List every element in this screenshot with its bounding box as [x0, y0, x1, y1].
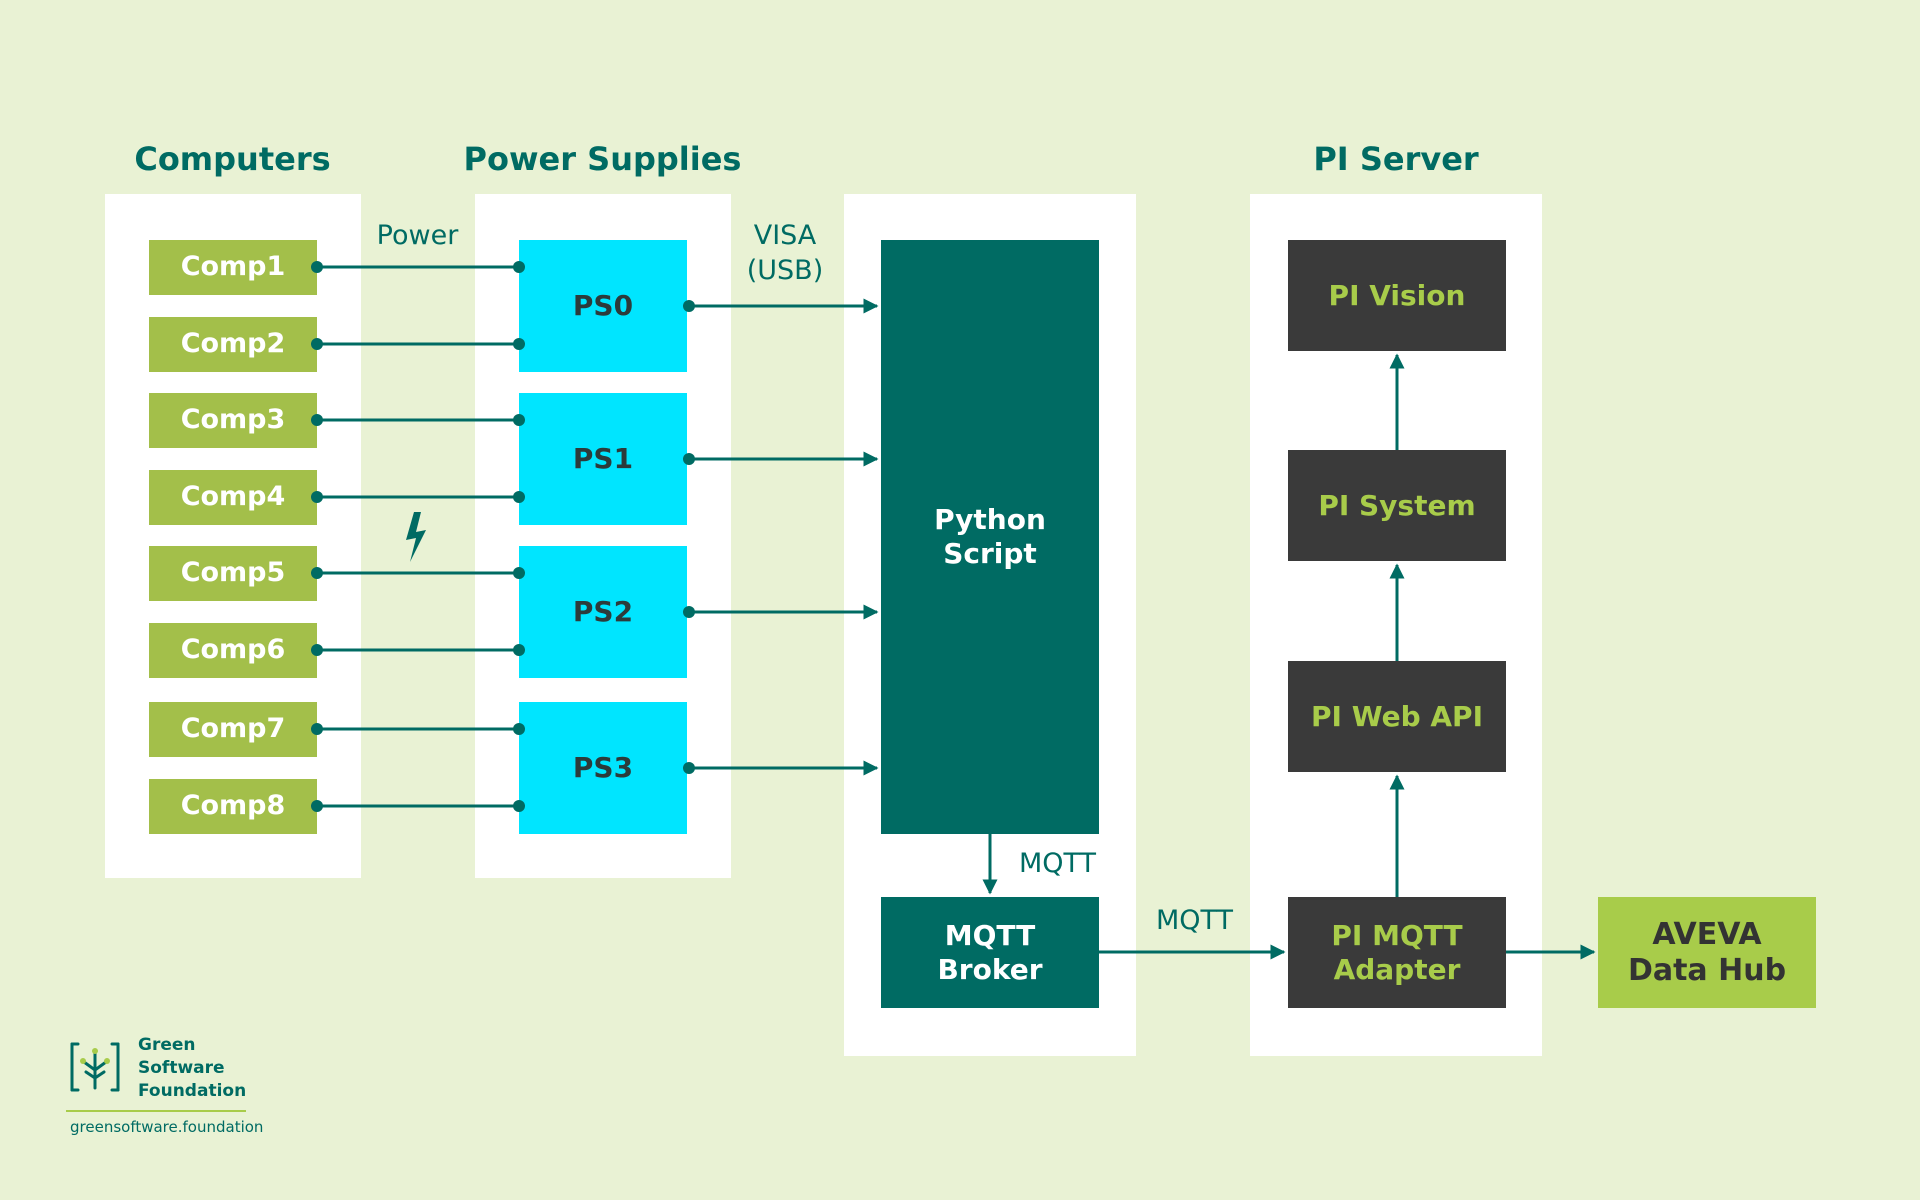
lightning-icon — [406, 512, 426, 562]
mqtt-down-label: MQTT — [1018, 848, 1097, 879]
visa-label-line1: VISA — [753, 220, 817, 251]
computer-box-1: Comp1 — [149, 240, 317, 295]
computer-box-3: Comp3 — [149, 393, 317, 448]
computer-box-7: Comp7 — [149, 702, 317, 757]
heading-computers: Computers — [134, 140, 331, 178]
power-supply-box-0: PS0 — [519, 240, 687, 372]
logo-line3: Foundation — [138, 1081, 247, 1101]
logo-line2: Software — [138, 1058, 225, 1078]
aveva-line2: Data Hub — [1627, 952, 1787, 988]
mqtt-broker-box: MQTT Broker — [881, 897, 1099, 1008]
power-supply-box-3: PS3 — [519, 702, 687, 834]
computer-box-6: Comp6 — [149, 623, 317, 678]
computer-box-5: Comp5 — [149, 546, 317, 601]
computer-box-2: Comp2 — [149, 317, 317, 372]
computer-box-4: Comp4 — [149, 470, 317, 525]
heading-pi-server: PI Server — [1313, 140, 1479, 178]
power-label: Power — [376, 220, 459, 251]
pi-mqtt-adapter-box: PI MQTT Adapter — [1288, 897, 1506, 1008]
python-script-line2: Script — [943, 537, 1037, 570]
pi-web-api-box: PI Web API — [1288, 661, 1506, 772]
pi-system-box: PI System — [1288, 450, 1506, 561]
computers-panel — [105, 194, 361, 878]
mqtt-right-label: MQTT — [1155, 905, 1234, 936]
tree-logo-icon — [70, 1042, 120, 1092]
aveva-line1: AVEVA — [1652, 916, 1762, 952]
pi-vision-box: PI Vision — [1288, 240, 1506, 351]
aveva-data-hub-box: AVEVA Data Hub — [1598, 897, 1816, 1008]
logo-url: greensoftware.foundation — [70, 1118, 264, 1136]
python-script-line1: Python — [934, 503, 1046, 537]
heading-power-supplies: Power Supplies — [463, 140, 742, 178]
mqtt-broker-line1: MQTT — [944, 918, 1036, 952]
python-script-box: Python Script — [881, 240, 1099, 834]
power-supply-box-1: PS1 — [519, 393, 687, 525]
computer-box-8: Comp8 — [149, 779, 317, 834]
pi-mqtt-adapter-line1: PI MQTT — [1331, 918, 1463, 952]
power-supply-box-2: PS2 — [519, 546, 687, 678]
pi-mqtt-adapter-line2: Adapter — [1333, 952, 1461, 986]
logo-text: Green Software Foundation — [138, 1034, 246, 1103]
logo-divider — [66, 1110, 246, 1112]
mqtt-broker-line2: Broker — [937, 952, 1043, 986]
visa-label-line2: (USB) — [746, 255, 824, 286]
logo-line1: Green — [138, 1035, 196, 1055]
